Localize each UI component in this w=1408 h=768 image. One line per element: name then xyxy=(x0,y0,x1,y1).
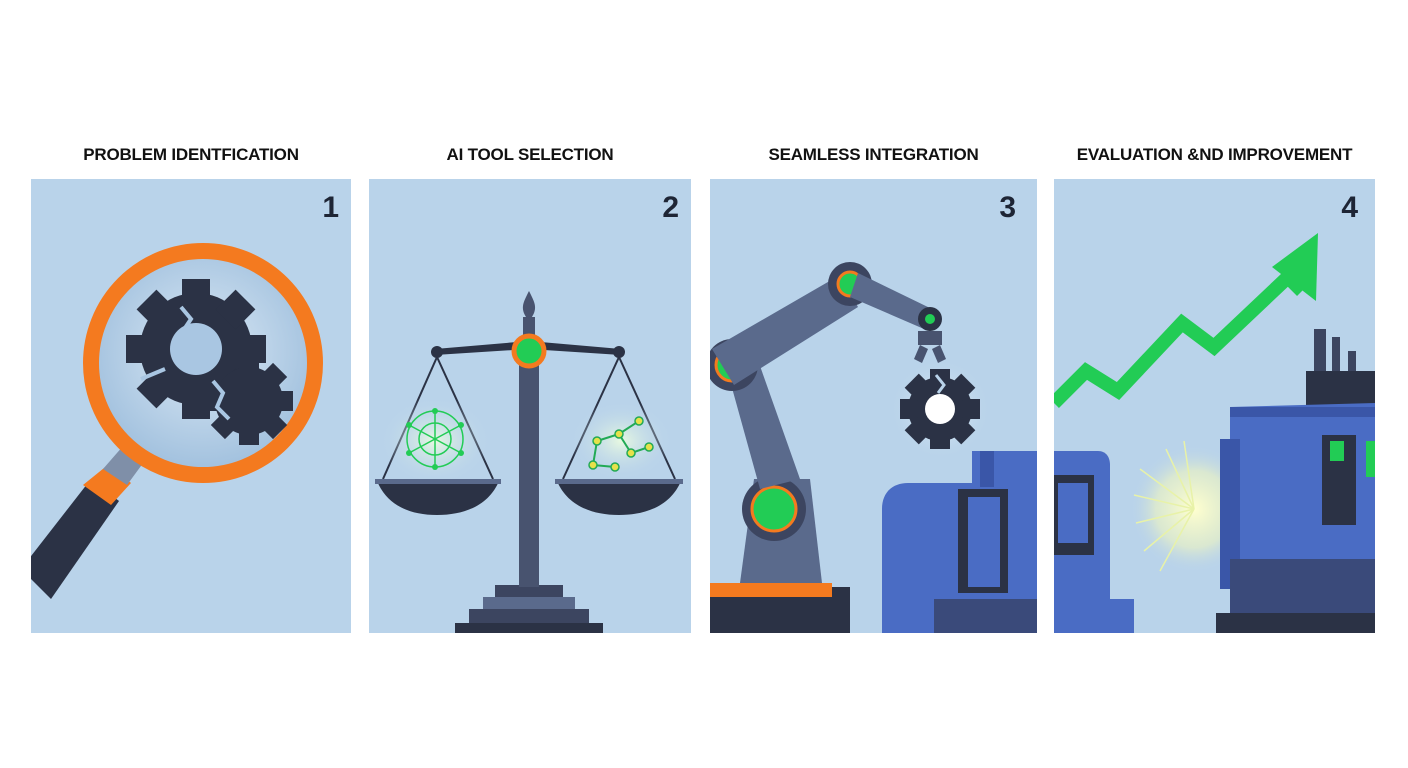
step-1-title: PROBLEM IDENTFICATION xyxy=(83,145,299,164)
step-2-panel: 2 xyxy=(369,179,691,633)
step-1-number: 1 xyxy=(322,191,339,224)
step-3-panel: 3 xyxy=(710,179,1037,633)
magnifier-gear-icon xyxy=(31,243,323,599)
step-3-title: SEAMLESS INTEGRATION xyxy=(768,145,979,164)
step-3-number: 3 xyxy=(999,191,1016,224)
balance-scale-icon xyxy=(375,291,683,633)
step-2-number: 2 xyxy=(662,191,679,224)
step-2-title: AI TOOL SELECTION xyxy=(446,145,614,164)
step-4-panel: 4 xyxy=(1054,179,1375,633)
growth-arrow-icon xyxy=(1054,233,1375,633)
robot-arm-icon xyxy=(710,262,1037,633)
step-1-panel: 1 xyxy=(31,179,351,633)
step-4-title: EVALUATION &ND IMPROVEMENT xyxy=(1076,145,1353,164)
step-4-number: 4 xyxy=(1341,191,1358,224)
